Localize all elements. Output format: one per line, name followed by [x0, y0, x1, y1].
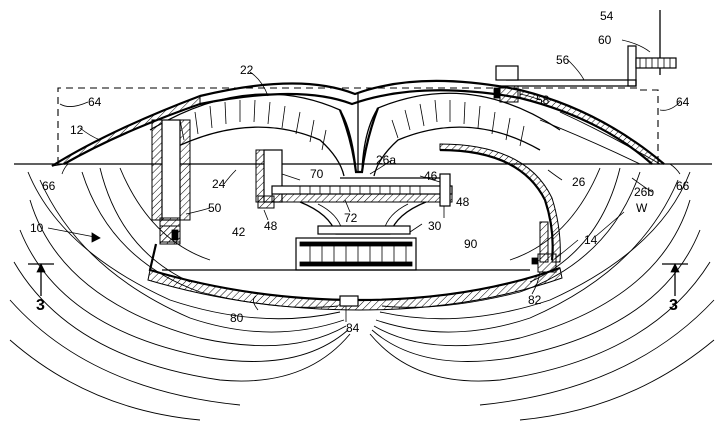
bolt-58: [493, 65, 519, 103]
label-48-right: 48: [456, 195, 470, 209]
label-66-right: 66: [676, 179, 690, 193]
mounting-frame-dashed: [57, 87, 659, 164]
label-50: 50: [208, 201, 222, 215]
bottom-pan-80: [147, 243, 563, 311]
label-22: 22: [240, 63, 254, 77]
arrow-10: [47, 227, 101, 243]
label-54: 54: [600, 9, 614, 23]
right-enclosure-26: [439, 143, 561, 273]
leader-lines: [59, 39, 681, 322]
section-label-3-left: 3: [36, 297, 45, 314]
driver-plate-ticks: [299, 186, 421, 194]
label-82: 82: [528, 293, 542, 307]
label-64-left: 64: [88, 95, 102, 109]
section-marker-right: [662, 263, 688, 296]
label-30: 30: [428, 219, 442, 233]
label-60: 60: [598, 33, 612, 47]
label-70: 70: [310, 167, 324, 181]
label-26a: 26a: [376, 153, 396, 167]
label-24: 24: [212, 177, 226, 191]
reference-labels: 54 60 56 58 64 64 22 12 66 66 24 26 26a …: [30, 9, 690, 335]
label-58: 58: [536, 93, 550, 107]
label-80: 80: [230, 311, 244, 325]
label-64-right: 64: [676, 95, 690, 109]
magnet-30: [295, 237, 417, 271]
driver-plate: [271, 173, 453, 207]
label-12: 12: [70, 123, 84, 137]
label-56: 56: [556, 53, 570, 67]
horn-flare-22: [149, 92, 561, 177]
label-42: 42: [232, 225, 246, 239]
left-support-50: [151, 119, 191, 245]
label-72: 72: [344, 211, 358, 225]
label-46: 46: [424, 169, 438, 183]
driver-cone-72: [299, 201, 427, 235]
section-label-3-right: 3: [669, 297, 678, 314]
label-90: 90: [464, 237, 478, 251]
label-66-left: 66: [42, 179, 56, 193]
label-14: 14: [584, 233, 598, 247]
label-84: 84: [346, 321, 360, 335]
label-10: 10: [30, 221, 44, 235]
label-26b: 26b: [634, 185, 654, 199]
hanger-bracket: [500, 10, 677, 87]
label-W: W: [636, 201, 648, 215]
sound-wave-arcs: [9, 167, 715, 421]
bolt-42: [159, 225, 181, 243]
horn-ribs: [179, 99, 525, 151]
label-48-left: 48: [264, 219, 278, 233]
label-26: 26: [572, 175, 586, 189]
section-marker-left: [28, 263, 54, 296]
